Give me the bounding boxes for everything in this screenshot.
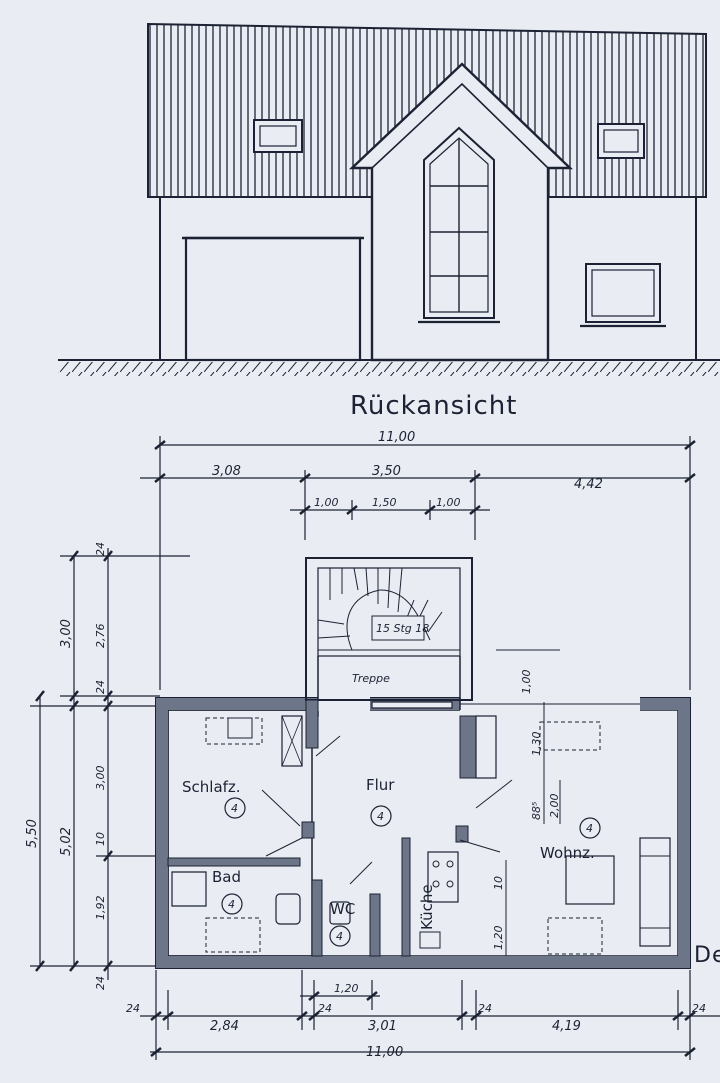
- room-bad-num: 4: [228, 898, 235, 911]
- dim-bottom-a: 24: [126, 1002, 140, 1015]
- dim-left-d: 24: [94, 680, 107, 694]
- room-schlafz-label: Schlafz.: [182, 778, 241, 796]
- roof-window-left: [253, 119, 303, 153]
- dim-left-f: 5,02: [59, 827, 74, 856]
- dim-inner-f: 1,20: [492, 926, 505, 951]
- stair-label: 15 Stg 18: [376, 622, 429, 635]
- dim-top-e: 1,50: [372, 496, 397, 509]
- roof-window-right: [597, 123, 645, 159]
- dim-bottom-e: 3,01: [368, 1019, 397, 1034]
- dormer-gable: [348, 62, 573, 362]
- dim-top-b: 3,50: [372, 464, 401, 479]
- dim-top-d: 1,00: [314, 496, 339, 509]
- dim-inner-b: 1,30: [530, 732, 543, 757]
- room-bad-label: Bad: [212, 868, 241, 886]
- dim-bottom-g: 4,19: [552, 1019, 581, 1034]
- dim-bottom-d: 1,20: [334, 982, 359, 995]
- dim-inner-e: 10: [492, 876, 505, 890]
- room-kueche-label: Küche: [418, 884, 436, 930]
- stair-annex: [305, 557, 473, 701]
- edge-text: De: [694, 943, 720, 968]
- room-flur-label: Flur: [366, 776, 395, 794]
- room-schlafz-num: 4: [231, 802, 238, 815]
- room-wohnz-num: 4: [586, 822, 593, 835]
- dim-left-e: 5,50: [25, 819, 40, 848]
- dim-left-i: 1,92: [94, 896, 107, 921]
- bottom-dimensions: [140, 970, 720, 1060]
- room-wohnz-label: Wohnz.: [540, 844, 595, 862]
- elevation-title: Rückansicht: [350, 391, 517, 421]
- dim-left-a: 24: [94, 542, 107, 556]
- dim-inner-d: 88⁵: [530, 802, 543, 820]
- dim-bottom-f: 24: [478, 1002, 492, 1015]
- dim-left-j: 24: [94, 976, 107, 990]
- room-flur-num: 4: [377, 810, 384, 823]
- dim-left-b: 3,00: [59, 619, 74, 648]
- top-dimensions: [140, 436, 696, 690]
- dim-inner-c: 2,00: [548, 794, 561, 819]
- gable-window: [423, 126, 495, 319]
- dim-left-h: 10: [94, 832, 107, 846]
- room-wc-label: WC: [330, 900, 355, 918]
- dim-bottom-overall: 11,00: [366, 1045, 403, 1060]
- window-right: [585, 263, 661, 323]
- room-wc-num: 4: [336, 930, 343, 943]
- room-treppe-label: Treppe: [352, 672, 390, 685]
- dim-bottom-h: 24: [692, 1002, 706, 1015]
- floor-plan: [155, 557, 691, 969]
- dim-overall-top: 11,00: [378, 430, 415, 445]
- dim-top-f: 1,00: [436, 496, 461, 509]
- left-dimensions: [30, 548, 190, 980]
- dim-bottom-c: 24: [318, 1002, 332, 1015]
- dim-left-c: 2,76: [94, 624, 107, 649]
- dim-inner-a: 1,00: [520, 670, 533, 695]
- dim-bottom-b: 2,84: [210, 1019, 239, 1034]
- dim-top-c: 4,42: [574, 477, 603, 492]
- dim-left-g: 3,00: [94, 766, 107, 791]
- rear-elevation: [58, 22, 720, 376]
- dim-top-a: 3,08: [212, 464, 241, 479]
